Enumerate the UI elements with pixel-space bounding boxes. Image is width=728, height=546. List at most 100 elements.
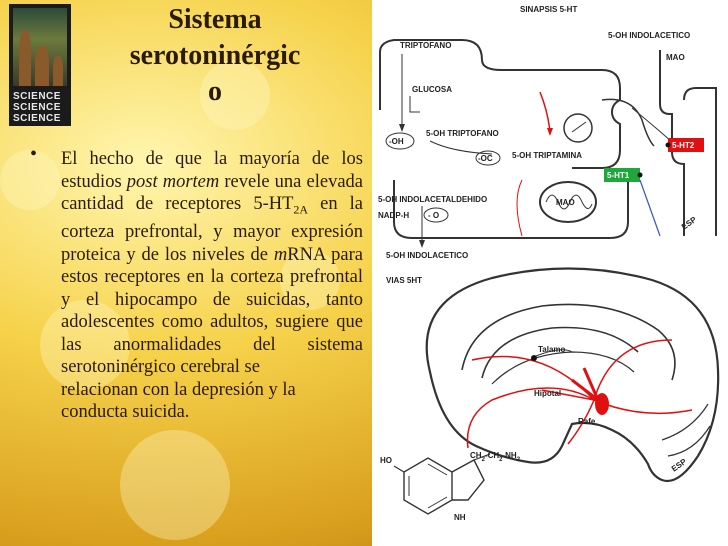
red-line [516, 179, 523, 237]
receptor-dot [665, 142, 671, 148]
ch-chain-label: CH2-CH2-NH2 [470, 451, 521, 463]
arrow-line [429, 140, 493, 155]
logo-pillar [19, 30, 31, 86]
paragraph-main: El hecho de que la mayoría de los estudi… [61, 148, 363, 379]
synapse-title: SINAPSIS 5-HT [520, 5, 577, 14]
release-arrow [601, 98, 655, 147]
ht1-label: 5-HT1 [607, 171, 630, 180]
raphe-projection [571, 378, 599, 402]
cerebellum-fold [667, 425, 711, 457]
indolacetico-bottom-label: 5-OH INDOLACETICO [386, 251, 468, 260]
double-bonds [408, 463, 448, 509]
oh-label: -OH [389, 137, 404, 146]
postsynaptic-membrane [659, 50, 685, 236]
italic-run: m [273, 244, 288, 265]
ch-part: CH [470, 451, 482, 460]
logo-image [13, 8, 67, 86]
pyrrole-ring [451, 459, 485, 501]
serotonin-figure: SINAPSIS 5-HT 5-OH INDOLACETICO MAO TRIP… [372, 0, 728, 546]
arrow-head [419, 240, 425, 248]
blue-line [639, 179, 661, 237]
benzene-ring [403, 457, 453, 515]
rafe-label: Rafe [578, 417, 596, 426]
logo-word: SCIENCE [13, 91, 61, 102]
arrow-line [409, 96, 420, 113]
oh-badge [385, 132, 415, 150]
ho-label: HO [380, 456, 392, 465]
oh-triptofano-label: 5-OH TRIPTOFANO [426, 129, 499, 138]
title-line: serotoninérgic [129, 39, 301, 71]
mao-top-label: MAO [666, 53, 685, 62]
minus-o-badge [423, 207, 449, 223]
serotonin-pathway [593, 339, 673, 401]
vesicle-arrow [571, 121, 587, 133]
figure-svg: SINAPSIS 5-HT 5-OH INDOLACETICO MAO TRIP… [378, 5, 720, 522]
text-run: El hecho de que la mayoría de los estudi… [61, 149, 363, 192]
mitochondrion [539, 181, 597, 223]
side-chain-bond [473, 453, 491, 461]
triptofano-label: TRIPTOFANO [400, 41, 451, 50]
bokeh-light [200, 60, 270, 130]
bokeh-light [280, 250, 340, 310]
ch-sub: 2 [517, 457, 521, 463]
bokeh-light [40, 300, 130, 390]
title-line: o [208, 75, 222, 107]
ch-sub: 2 [482, 457, 486, 463]
text-run: revele una elevada cantidad de receptore… [61, 171, 363, 215]
arrow-head [399, 124, 405, 132]
brain-gyrus [461, 303, 676, 381]
vias-label: VIAS 5HT [386, 276, 422, 285]
hipotal-label: Hipotal [534, 389, 561, 398]
bullet-paragraph: El hecho de que la mayoría de los estudi… [61, 148, 363, 424]
esp-label-top: ESP [680, 215, 699, 232]
serotonin-pathway [466, 387, 595, 449]
thalamus-dot [531, 355, 537, 361]
talamo-label: Talamo [538, 345, 566, 354]
bond [393, 465, 405, 473]
receptor-5ht1 [604, 168, 640, 182]
oc-badge [475, 150, 501, 166]
text-run: RNA para estos receptores en la corteza … [61, 244, 363, 378]
title-line: Sistema [168, 4, 262, 35]
bokeh-light [120, 430, 230, 540]
logo-word: SCIENCE [13, 113, 61, 124]
oh-triptamina-label: 5-OH TRIPTAMINA [512, 151, 582, 160]
presynaptic-membrane [379, 39, 621, 169]
bullet-marker: • [30, 143, 38, 165]
logo-pillar [53, 56, 63, 86]
glucosa-label: GLUCOSA [412, 85, 452, 94]
ht2-label: 5-HT2 [672, 141, 695, 150]
paragraph-last: relacionan con la depresión y la conduct… [61, 379, 296, 423]
receptor-dot [637, 172, 643, 178]
subscript-run: 2A [293, 202, 309, 217]
indolacetaldehido-label: 5-OH INDOLACETALDEHIDO [378, 195, 487, 204]
indolacetico-top-label: 5-OH INDOLACETICO [608, 31, 690, 40]
thalamus-line [535, 349, 573, 357]
cerebellum-fold [661, 403, 709, 441]
mao-mito-label: MAO [556, 198, 575, 207]
science-logo: SCIENCE SCIENCE SCIENCE [9, 4, 71, 126]
red-arrow-head [547, 128, 553, 136]
receptor-5ht2 [668, 138, 704, 152]
nadph-label: NADP-H [378, 211, 409, 220]
oc-label: -OC [478, 154, 493, 163]
red-arrow [539, 91, 551, 133]
mitochondrion-cristae [545, 194, 593, 210]
ch-sub: 2 [499, 457, 503, 463]
ch-part: -NH [502, 451, 516, 460]
nh-label: NH [454, 513, 466, 522]
corpus-callosum [481, 326, 639, 379]
logo-pillar [35, 46, 49, 86]
bokeh-light [0, 150, 60, 210]
raphe-projection [582, 367, 600, 401]
ch-part: -CH [485, 451, 499, 460]
italic-run: post mortem [126, 171, 220, 192]
synaptic-vesicle [563, 113, 593, 143]
brain-outline [425, 267, 720, 483]
raphe-nucleus [595, 393, 609, 415]
minus-o-label: - O [428, 211, 439, 220]
logo-word: SCIENCE [13, 102, 61, 113]
slide-title: Sistema serotoninérgic o [90, 2, 340, 109]
serotonin-pathway [567, 399, 595, 445]
